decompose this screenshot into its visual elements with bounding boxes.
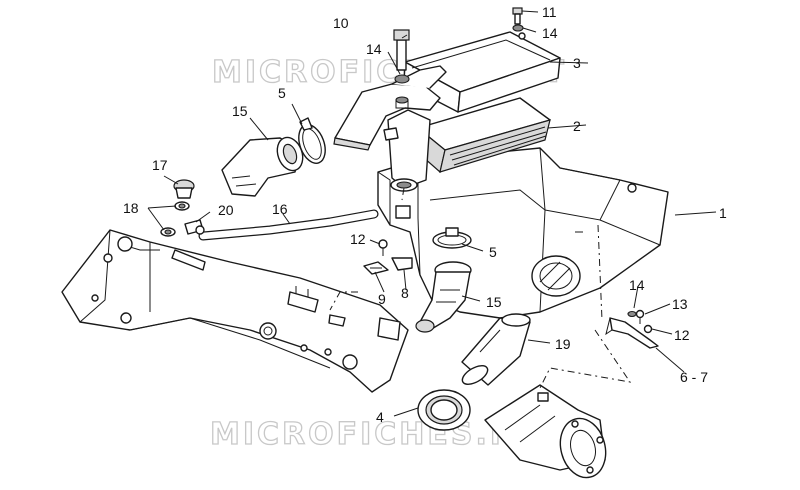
washer-14c-part xyxy=(627,310,637,318)
callout-5-mid: 5 xyxy=(489,244,497,260)
washers-18-part xyxy=(160,201,190,237)
callout-1: 1 xyxy=(719,205,727,221)
breather-hose-part xyxy=(198,209,379,241)
callout-14-top-left: 14 xyxy=(366,41,382,57)
callout-14-top-right: 14 xyxy=(542,25,558,41)
bracket-6-7-part xyxy=(605,317,659,349)
callout-12-mid: 12 xyxy=(350,231,366,247)
callout-15-lower: 15 xyxy=(486,294,502,310)
screw-12-right-part xyxy=(643,324,653,334)
fitting-20-part xyxy=(184,219,205,235)
callout-3: 3 xyxy=(573,55,581,71)
callout-19: 19 xyxy=(555,336,571,352)
callout-2: 2 xyxy=(573,118,581,134)
callout-13: 13 xyxy=(672,296,688,312)
plug-17-part xyxy=(173,179,195,199)
hose-clamp-upper-part xyxy=(298,117,326,164)
frame-part xyxy=(61,229,409,393)
callout-16: 16 xyxy=(272,201,288,217)
callout-11: 11 xyxy=(542,4,557,20)
callout-10: 10 xyxy=(333,15,349,31)
callout-5-upper: 5 xyxy=(278,85,286,101)
callout-14-right: 14 xyxy=(629,277,645,293)
callout-12-right: 12 xyxy=(674,327,690,343)
intake-elbow-upper-part xyxy=(221,136,304,197)
assembly-lines xyxy=(329,187,632,389)
long-bolt-part xyxy=(393,29,410,71)
intake-elbow-lower-part xyxy=(415,261,472,333)
bottom-flange-part xyxy=(484,384,607,479)
clip-9-part xyxy=(363,261,389,275)
screw-13-part xyxy=(635,309,645,324)
screw-11-part xyxy=(512,7,524,32)
washer-14-lower-part xyxy=(395,96,409,109)
rubber-ring-part xyxy=(417,389,471,431)
callout-15-upper: 15 xyxy=(232,103,248,119)
intake-duct-19-part xyxy=(461,313,531,386)
callout-20: 20 xyxy=(218,202,234,218)
callout-labels: 10 11 14 14 3 2 1 5 15 17 18 20 16 12 5 … xyxy=(123,4,727,425)
callout-17: 17 xyxy=(152,157,168,173)
washer-14a-part xyxy=(394,74,410,84)
callout-18: 18 xyxy=(123,200,139,216)
callout-4: 4 xyxy=(376,409,384,425)
bracket-8-part xyxy=(391,205,413,271)
leader-lines xyxy=(147,10,717,417)
callout-6-7: 6 - 7 xyxy=(680,369,708,385)
callout-8: 8 xyxy=(401,285,409,301)
screw-12-mid-part xyxy=(378,239,388,256)
callout-9: 9 xyxy=(378,291,386,307)
hose-clamp-mid-part xyxy=(432,227,472,249)
